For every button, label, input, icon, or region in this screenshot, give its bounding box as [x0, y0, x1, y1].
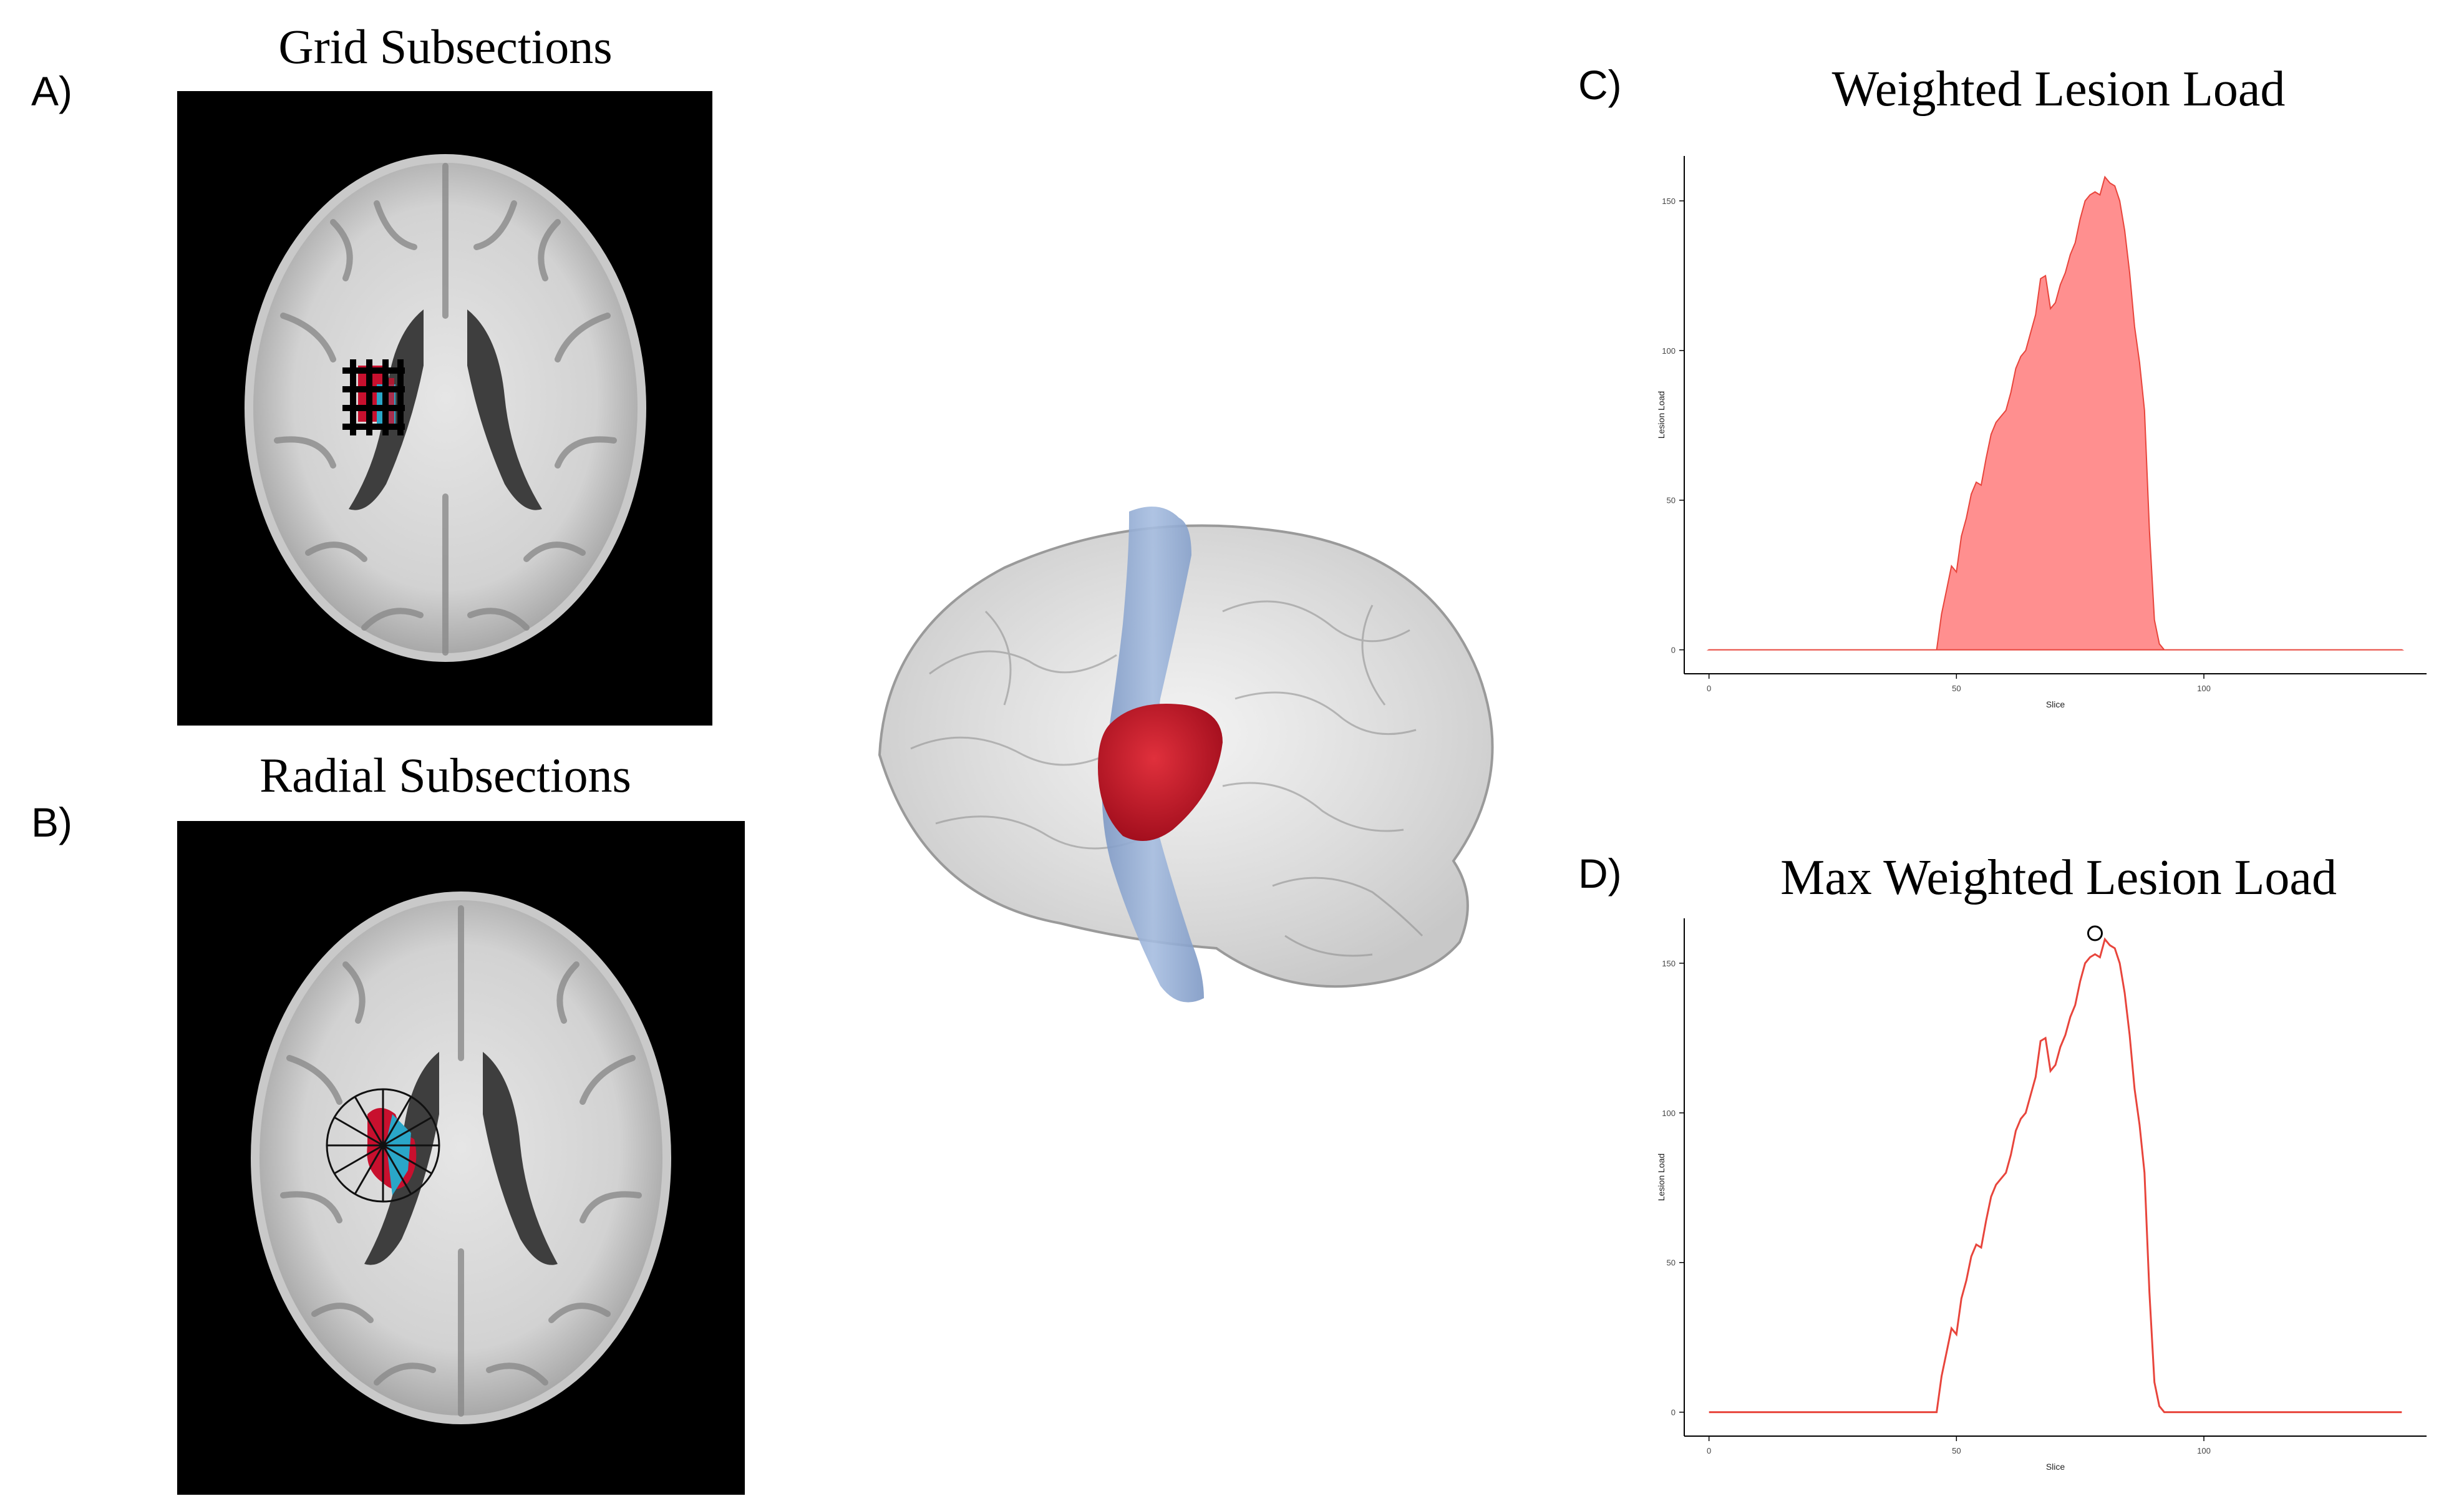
brain-3d-rendering: [836, 487, 1522, 1079]
y-tick-label: 0: [1671, 646, 1676, 655]
radial-subsections-mri: [177, 821, 745, 1495]
x-axis-title: Slice: [2046, 699, 2065, 709]
grid-subsections-mri: [177, 91, 712, 726]
panel-d-letter: D): [1578, 850, 1622, 896]
x-tick-label: 100: [2197, 1446, 2211, 1455]
panel-c-letter: C): [1578, 62, 1622, 108]
y-tick-label: 100: [1662, 346, 1676, 356]
tract-and-lesion-3d: [878, 507, 1494, 1003]
y-axis-title: Lesion Load: [1656, 1154, 1666, 1201]
series-area-0: [1709, 175, 2404, 651]
y-tick-label: 0: [1671, 1408, 1676, 1417]
panel-b-title: Radial Subsections: [259, 748, 631, 802]
x-axis-title: Slice: [2046, 1462, 2065, 1472]
x-tick-label: 100: [2197, 684, 2211, 693]
y-tick-label: 100: [1662, 1109, 1676, 1118]
panel-b-letter: B): [31, 799, 72, 845]
x-tick-label: 50: [1952, 1446, 1961, 1455]
grid-subsections-brain-slice: [245, 154, 646, 662]
y-axis-title: Lesion Load: [1656, 391, 1666, 439]
max-point-marker: [2087, 925, 2103, 941]
x-tick-label: 0: [1707, 684, 1711, 693]
x-tick-label: 0: [1707, 1446, 1711, 1455]
panel-a-title: Grid Subsections: [278, 19, 613, 74]
y-tick-label: 50: [1667, 496, 1676, 505]
y-tick-label: 150: [1662, 197, 1676, 206]
y-tick-label: 50: [1667, 1258, 1676, 1268]
series-line-1: [1709, 937, 2402, 1414]
radial-subsections-brain-slice: [251, 891, 671, 1424]
y-tick-label: 150: [1662, 959, 1676, 968]
x-tick-label: 50: [1952, 684, 1961, 693]
panel-a-letter: A): [31, 68, 72, 114]
panel-d-title: Max Weighted Lesion Load: [1780, 850, 2337, 905]
panel-c-title: Weighted Lesion Load: [1831, 62, 2286, 117]
